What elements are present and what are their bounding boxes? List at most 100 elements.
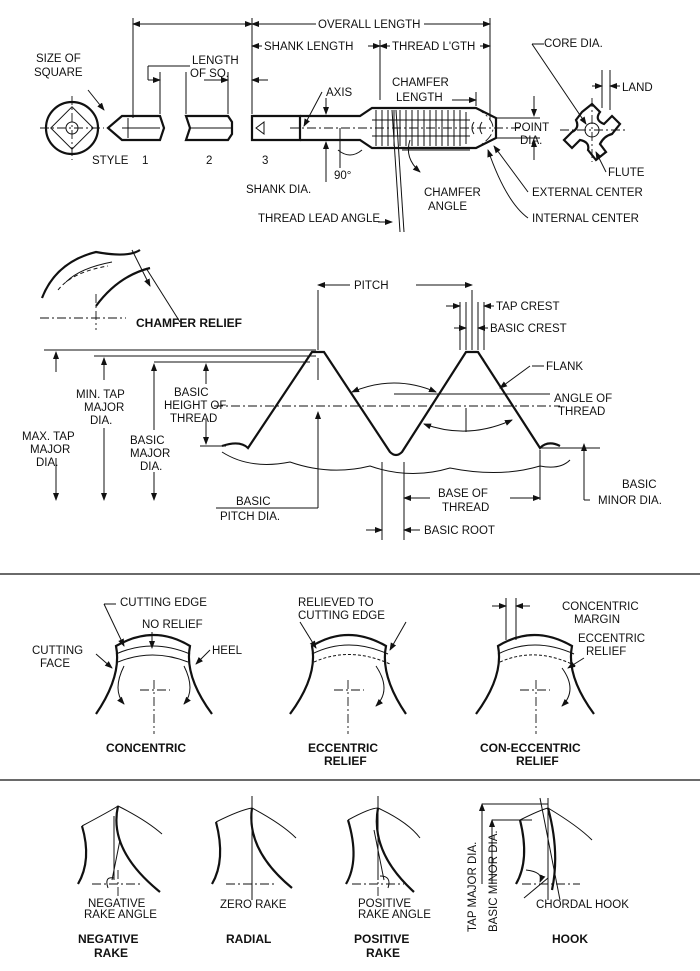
basic-major-label-1: BASIC bbox=[130, 435, 165, 447]
thread-lead-angle-label: THREAD LEAD ANGLE bbox=[258, 213, 380, 225]
size-of-square-label-2: SQUARE bbox=[34, 67, 83, 79]
basic-major-label-2: MAJOR bbox=[130, 448, 170, 460]
chamfer-relief-detail bbox=[40, 249, 181, 330]
concentric-margin-label-2: MARGIN bbox=[574, 614, 620, 626]
concentric-caption: CONCENTRIC bbox=[106, 741, 186, 755]
relieved-label-2: CUTTING EDGE bbox=[298, 610, 385, 622]
cutting-face-label-2: FACE bbox=[40, 658, 70, 670]
chamfer-angle-label-1: CHAMFER bbox=[424, 187, 481, 199]
no-relief-label: NO RELIEF bbox=[142, 619, 203, 631]
radial-land bbox=[211, 796, 297, 900]
chamfer-length-label-1: CHAMFER bbox=[392, 77, 449, 89]
thread-hatching bbox=[372, 110, 470, 146]
negative-rake-caption-1: NEGATIVE bbox=[78, 932, 138, 946]
basic-height-label-1: BASIC bbox=[174, 387, 209, 399]
pitch-label: PITCH bbox=[354, 280, 389, 292]
point-dia-label-1: POINT bbox=[514, 122, 549, 134]
min-tap-major-label-2: MAJOR bbox=[84, 402, 124, 414]
positive-rake-caption-2: RAKE bbox=[366, 946, 400, 960]
land-label: LAND bbox=[622, 82, 653, 94]
style-1-end bbox=[106, 114, 166, 142]
zero-rake-label: ZERO RAKE bbox=[220, 899, 287, 911]
overall-length-label: OVERALL LENGTH bbox=[318, 19, 420, 31]
axis-label: AXIS bbox=[326, 87, 353, 99]
chamfer-relief-label: CHAMFER RELIEF bbox=[136, 316, 242, 330]
eccentric-caption-2: RELIEF bbox=[324, 754, 367, 768]
thread-profile bbox=[214, 290, 571, 488]
eccentric-relief-small-label-1: ECCENTRIC bbox=[578, 633, 645, 645]
rake-types-section: NEGATIVE RAKE ANGLE NEGATIVE RAKE ZERO R… bbox=[77, 796, 629, 960]
style-2-end bbox=[184, 114, 234, 142]
shank-length-label: SHANK LENGTH bbox=[264, 41, 353, 53]
basic-root-label: BASIC ROOT bbox=[424, 525, 495, 537]
concentric-land bbox=[95, 633, 213, 734]
basic-minor-label-1: BASIC bbox=[622, 479, 657, 491]
max-tap-major-label-3: DIA. bbox=[36, 457, 58, 469]
negative-rake-caption-2: RAKE bbox=[94, 946, 128, 960]
max-tap-major-label-2: MAJOR bbox=[30, 444, 70, 456]
basic-pitch-label-1: BASIC bbox=[236, 496, 271, 508]
con-eccentric-land bbox=[475, 633, 595, 734]
positive-rake-angle-label-2: RAKE ANGLE bbox=[358, 909, 431, 921]
tap-side-view bbox=[290, 106, 520, 150]
tap-crest-label: TAP CREST bbox=[496, 301, 559, 313]
tap-major-dia-label: TAP MAJOR DIA. bbox=[467, 842, 479, 932]
basic-major-label-3: DIA. bbox=[140, 461, 162, 473]
eccentric-land bbox=[289, 633, 407, 734]
basic-pitch-label-2: PITCH DIA. bbox=[220, 511, 280, 523]
core-dia-label: CORE DIA. bbox=[544, 38, 603, 50]
concentric-margin-label-1: CONCENTRIC bbox=[562, 601, 639, 613]
chamfer-length-label-2: LENGTH bbox=[396, 92, 443, 104]
basic-minor-dia-label: BASIC MINOR DIA. bbox=[488, 830, 500, 932]
style-3-number: 3 bbox=[262, 155, 268, 167]
basic-height-label-2: HEIGHT OF bbox=[164, 400, 226, 412]
style-2-number: 2 bbox=[206, 155, 212, 167]
thread-form-section: CHAMFER RELIEF PITCH TAP CREST bbox=[22, 249, 662, 540]
eccentric-relief-small-label-2: RELIEF bbox=[586, 646, 626, 658]
internal-center-label: INTERNAL CENTER bbox=[532, 213, 639, 225]
flute-label: FLUTE bbox=[608, 167, 645, 179]
basic-height-label-3: THREAD bbox=[170, 413, 217, 425]
min-tap-major-label-3: DIA. bbox=[90, 415, 112, 427]
positive-rake-angle-label-1: POSITIVE bbox=[358, 898, 411, 910]
tap-geometry-section: SIZE OF SQUARE STYLE 1 2 3 bbox=[34, 18, 653, 233]
thread-length-label: THREAD L'GTH bbox=[392, 41, 475, 53]
negative-rake-angle-label-2: RAKE ANGLE bbox=[84, 909, 157, 921]
angle-of-thread-label-2: THREAD bbox=[558, 406, 605, 418]
tap-cross-section bbox=[560, 98, 626, 162]
relieved-label-1: RELIEVED TO bbox=[298, 597, 374, 609]
hook-land bbox=[479, 797, 593, 901]
style-label: STYLE bbox=[92, 155, 129, 167]
cutting-edge-label: CUTTING EDGE bbox=[120, 597, 207, 609]
length-of-sq-label-2: OF SQ. bbox=[190, 68, 229, 80]
radial-caption: RADIAL bbox=[226, 932, 271, 946]
heel-label: HEEL bbox=[212, 645, 243, 657]
base-of-thread-label-2: THREAD bbox=[442, 502, 489, 514]
min-tap-major-label-1: MIN. TAP bbox=[76, 389, 125, 401]
point-dia-label-2: DIA. bbox=[520, 135, 542, 147]
size-of-square-label-1: SIZE OF bbox=[36, 53, 81, 65]
length-of-sq-label-1: LENGTH bbox=[192, 55, 239, 67]
chordal-hook-label: CHORDAL HOOK bbox=[536, 899, 629, 911]
positive-rake-caption-1: POSITIVE bbox=[354, 932, 409, 946]
cutting-face-label-1: CUTTING bbox=[32, 645, 83, 657]
hook-caption: HOOK bbox=[552, 932, 588, 946]
basic-minor-label-2: MINOR DIA. bbox=[598, 495, 662, 507]
flank-label: FLANK bbox=[546, 361, 583, 373]
angle-90-label: 90° bbox=[334, 170, 351, 182]
positive-rake-land bbox=[345, 796, 421, 898]
negative-rake-land bbox=[77, 805, 163, 898]
con-eccentric-caption-1: CON-ECCENTRIC bbox=[480, 741, 581, 755]
square-end-view bbox=[40, 89, 105, 160]
base-of-thread-label-1: BASE OF bbox=[438, 488, 488, 500]
shank-dia-label: SHANK DIA. bbox=[246, 184, 311, 196]
max-tap-major-label-1: MAX. TAP bbox=[22, 431, 75, 443]
negative-rake-angle-label-1: NEGATIVE bbox=[88, 898, 146, 910]
basic-crest-label: BASIC CREST bbox=[490, 323, 567, 335]
eccentric-caption-1: ECCENTRIC bbox=[308, 741, 378, 755]
relief-types-section: CUTTING EDGE NO RELIEF CUTTING FACE HEEL… bbox=[32, 597, 645, 768]
style-1-number: 1 bbox=[142, 155, 148, 167]
chamfer-angle-label-2: ANGLE bbox=[428, 201, 467, 213]
